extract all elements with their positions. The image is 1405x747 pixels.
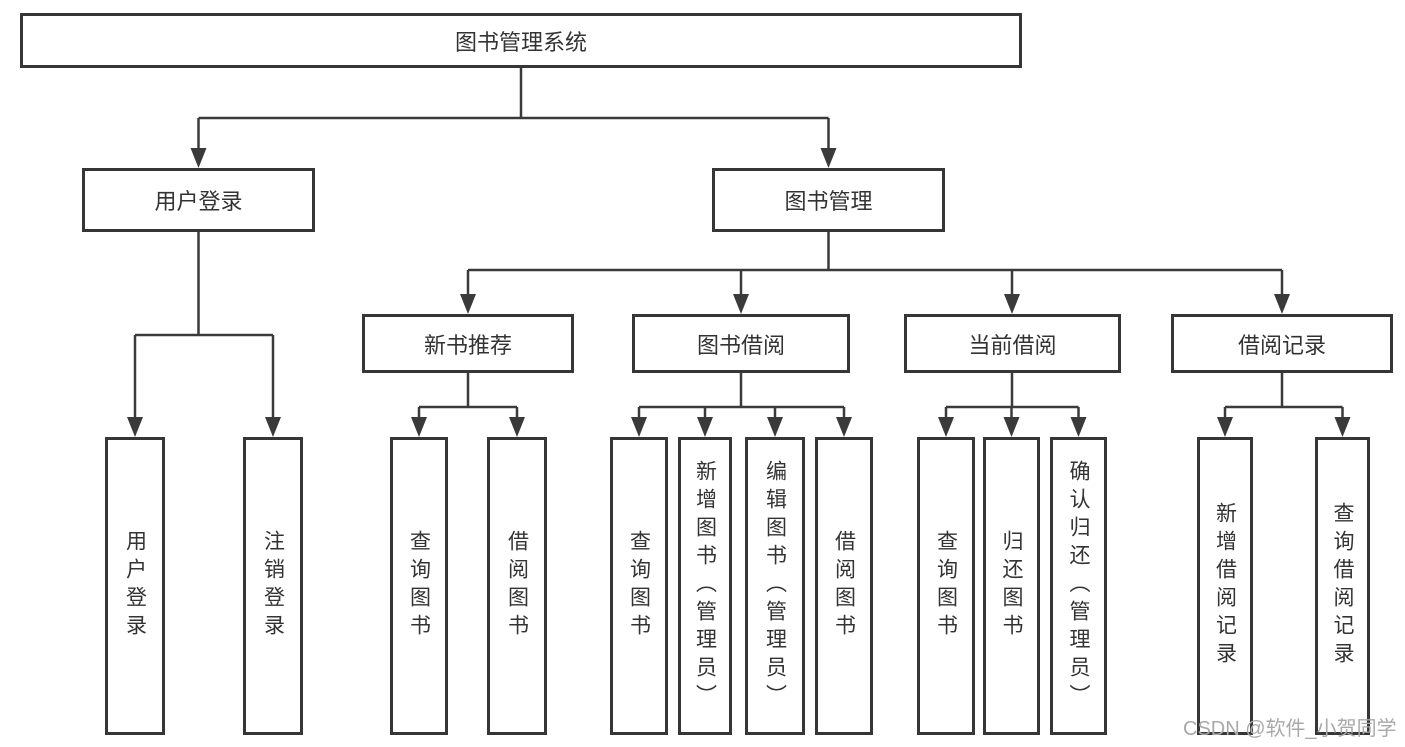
node-label: 图书借阅: [696, 332, 785, 358]
leaf-label: 新增图书（管理员）: [693, 460, 717, 712]
leaf-edit-book-admin: 编辑图书（管理员）: [745, 437, 805, 735]
leaf-label: 新增借阅记录: [1213, 502, 1237, 670]
node-label: 新书推荐: [423, 332, 512, 358]
leaf-query-books-current: 查询图书: [917, 437, 975, 735]
leaf-label: 归还图书: [1000, 530, 1023, 642]
csdn-watermark: CSDN @软件_小贺同学: [1183, 718, 1397, 740]
leaf-add-borrow-record: 新增借阅记录: [1197, 437, 1253, 735]
leaf-label: 借阅图书: [505, 530, 529, 642]
leaf-logout: 注销登录: [243, 437, 303, 735]
leaf-label: 查询图书: [627, 530, 651, 642]
node-library-system: 图书管理系统: [20, 13, 1022, 68]
node-current-borrow: 当前借阅: [904, 314, 1121, 373]
node-borrow-records: 借阅记录: [1171, 314, 1393, 373]
leaf-label: 确认归还（管理员）: [1067, 460, 1090, 712]
node-user-login: 用户登录: [82, 168, 315, 232]
leaf-label: 用户登录: [123, 530, 147, 642]
leaf-query-books-recommend: 查询图书: [390, 437, 448, 735]
leaf-label: 查询图书: [934, 530, 958, 642]
node-book-borrow: 图书借阅: [632, 314, 850, 373]
leaf-label: 查询借阅记录: [1331, 502, 1354, 670]
node-label: 当前借阅: [968, 332, 1057, 358]
leaf-user-login: 用户登录: [105, 437, 165, 735]
node-book-management: 图书管理: [712, 168, 945, 232]
leaf-add-book-admin: 新增图书（管理员）: [678, 437, 732, 735]
leaf-return-books: 归还图书: [983, 437, 1040, 735]
leaf-label: 借阅图书: [832, 530, 856, 642]
leaf-label: 注销登录: [261, 530, 285, 642]
leaf-query-borrow-record: 查询借阅记录: [1315, 437, 1370, 735]
node-label: 借阅记录: [1237, 332, 1326, 358]
node-label: 用户登录: [154, 189, 243, 214]
node-label: 图书管理: [784, 189, 873, 214]
node-new-book-recommend: 新书推荐: [362, 314, 574, 373]
leaf-label: 编辑图书（管理员）: [763, 460, 787, 712]
leaf-query-books-borrow: 查询图书: [610, 437, 668, 735]
leaf-borrow-books: 借阅图书: [815, 437, 873, 735]
leaf-borrow-books-recommend: 借阅图书: [487, 437, 547, 735]
leaf-label: 查询图书: [407, 530, 431, 642]
leaf-confirm-return-admin: 确认归还（管理员）: [1050, 437, 1107, 735]
node-label: 图书管理系统: [454, 29, 587, 55]
